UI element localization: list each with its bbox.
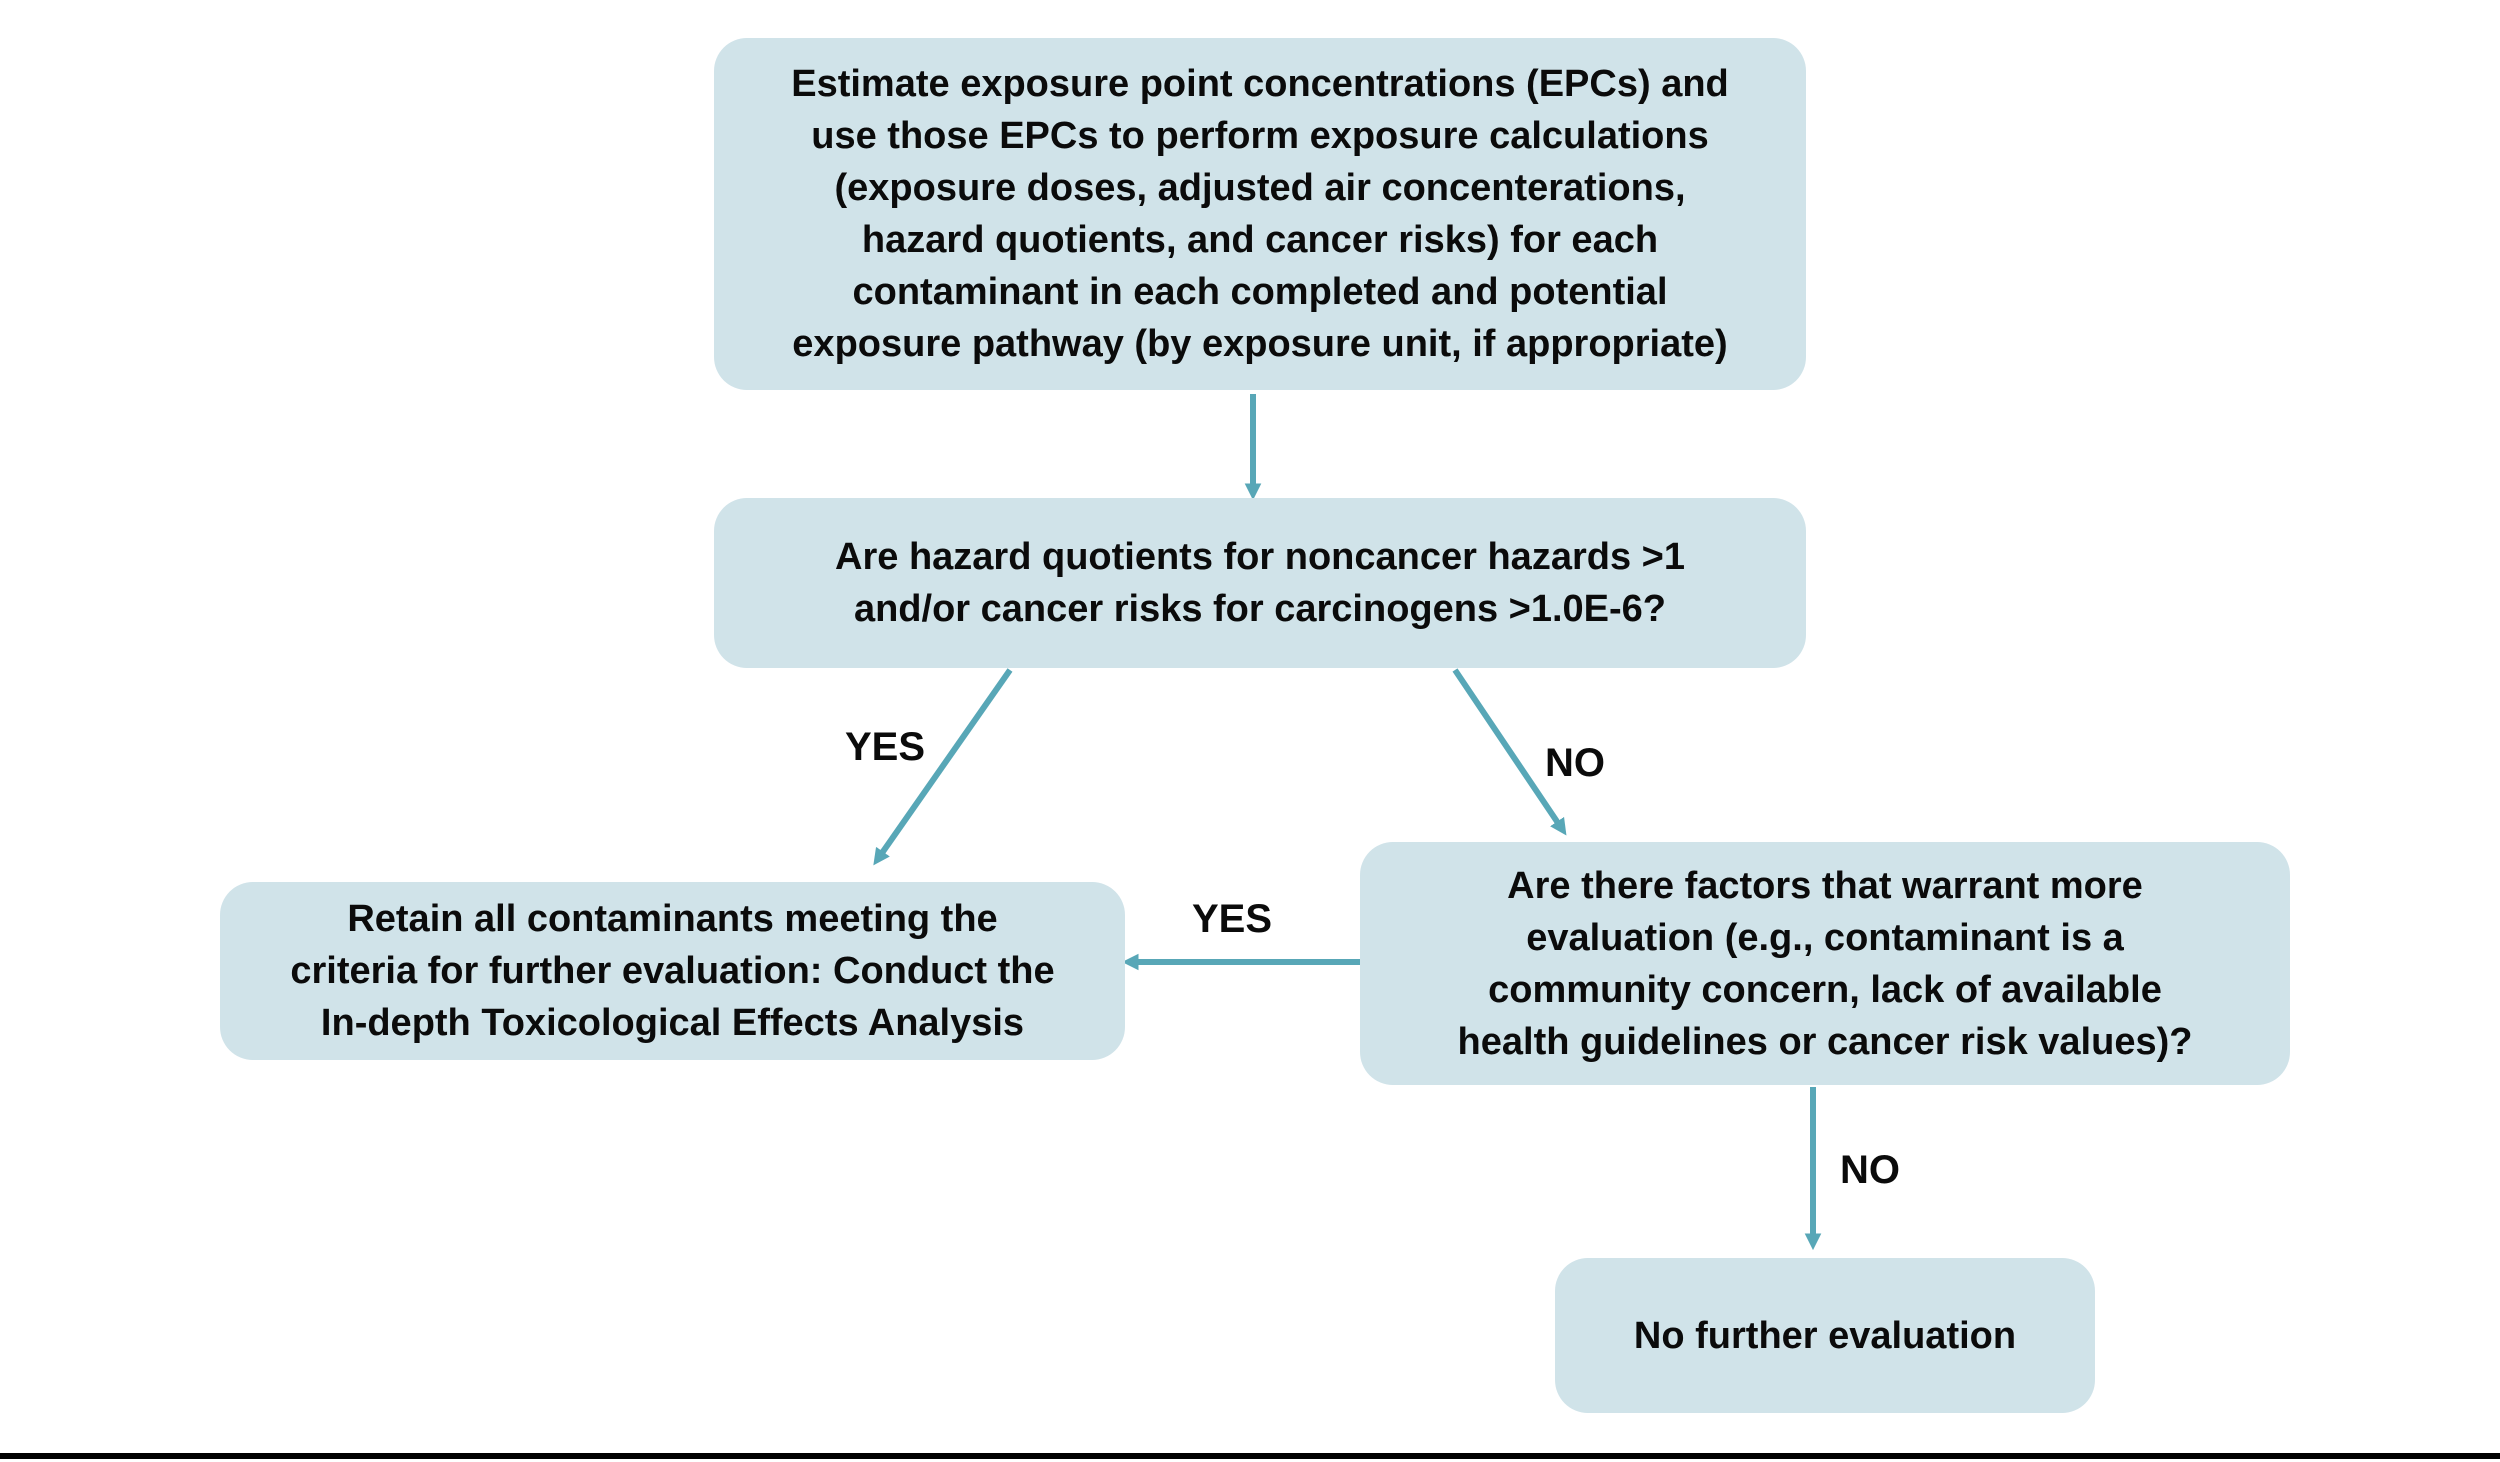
node-text-line: Estimate exposure point concentrations (… <box>791 63 1729 105</box>
node-text-line: No further evaluation <box>1633 1314 2017 1357</box>
node-text-line: (exposure doses, adjusted air concentera… <box>834 167 1686 209</box>
node-text-line: use those EPCs to perform exposure calcu… <box>811 115 1709 157</box>
arrow-hazard-yes <box>873 668 1013 866</box>
node-text-line: Are hazard quotients for noncancer hazar… <box>835 536 1685 578</box>
flow-node-no-further-evaluation: No further evaluation <box>1555 1258 2095 1413</box>
flow-node-estimate-epcs: Estimate exposure point concentrations (… <box>714 38 1806 390</box>
node-text-line: hazard quotients, and cancer risks) for … <box>861 219 1659 261</box>
node-text-line: contaminant in each completed and potent… <box>852 271 1668 313</box>
flow-node-hazard-question: Are hazard quotients for noncancer hazar… <box>714 498 1806 668</box>
node-text-line: criteria for further evaluation: Conduct… <box>290 950 1055 992</box>
edge-label-hazard-no: NO <box>1545 741 1605 785</box>
node-text-line: Are there factors that warrant more <box>1507 864 2143 907</box>
node-text-line: exposure pathway (by exposure unit, if a… <box>792 323 1728 365</box>
arrow-hazard-no <box>1452 668 1567 836</box>
edge-label-hazard-yes: YES <box>844 725 926 769</box>
edge-label-factors-no: NO <box>1840 1148 1900 1192</box>
flow-node-factors-question: Are there factors that warrant more evalu… <box>1360 842 2290 1085</box>
flow-node-retain-contaminants: Retain all contaminants meeting the crite… <box>220 882 1125 1060</box>
node-text-line: evaluation (e.g., contaminant is a <box>1526 916 2124 959</box>
edge-label-factors-yes: YES <box>1191 897 1273 941</box>
node-text-line: community concern, lack of available <box>1488 968 2162 1011</box>
node-text-line: and/or cancer risks for carcinogens >1.0… <box>853 588 1667 630</box>
node-text-line: In-depth Toxicological Effects Analysis <box>320 1002 1025 1044</box>
bottom-rule <box>0 1453 2500 1459</box>
node-text-line: health guidelines or cancer risk values)… <box>1457 1020 2193 1063</box>
node-text-line: Retain all contaminants meeting the <box>347 898 998 940</box>
